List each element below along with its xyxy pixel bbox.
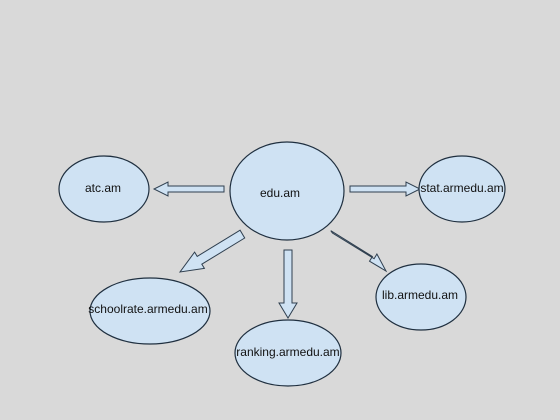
- node-lib-label: lib.armedu.am: [382, 288, 458, 302]
- node-center: edu.am: [229, 141, 345, 241]
- node-atc-ellipse: [58, 155, 150, 223]
- arrow-center-to-atc: [152, 181, 225, 197]
- node-schoolrate-ellipse: [89, 277, 211, 345]
- arrow-center-to-ranking: [278, 249, 298, 319]
- arrow-center-to-stat: [349, 181, 422, 197]
- node-center-ellipse: [229, 141, 345, 241]
- node-ranking-ellipse: [234, 319, 342, 387]
- node-center-label: edu.am: [260, 186, 300, 200]
- node-schoolrate: schoolrate.armedu.am: [88, 277, 211, 345]
- node-stat-ellipse: [418, 155, 506, 223]
- node-atc-label: atc.am: [85, 181, 121, 195]
- node-lib-ellipse: [375, 263, 467, 331]
- node-ranking-label: ranking.armedu.am: [236, 345, 339, 359]
- node-lib: lib.armedu.am: [375, 263, 467, 331]
- node-atc: atc.am: [58, 155, 150, 223]
- node-stat-label: stat.armedu.am: [420, 181, 503, 195]
- node-stat: stat.armedu.am: [418, 155, 506, 223]
- arrow-center-to-schoolrate: [178, 229, 246, 273]
- arrow-center-to-lib: [330, 230, 388, 273]
- node-ranking: ranking.armedu.am: [234, 319, 342, 387]
- node-schoolrate-label: schoolrate.armedu.am: [88, 302, 207, 316]
